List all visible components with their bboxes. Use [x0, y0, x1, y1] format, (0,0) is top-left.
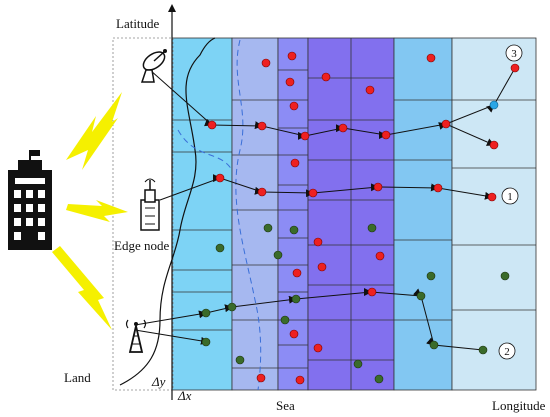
satellite-dish-icon	[140, 49, 167, 83]
coastline	[119, 37, 216, 386]
trajectory-marker-1: 1	[501, 187, 519, 205]
blue-vessel	[489, 100, 499, 110]
latitude-label: Latitude	[116, 16, 160, 31]
sea-label: Sea	[276, 398, 295, 413]
svg-text:1: 1	[507, 191, 513, 203]
delta-x-label: Δx	[177, 388, 192, 403]
red-vessels	[207, 51, 520, 385]
lightning-bolt-top	[66, 92, 122, 170]
delta-y-label: Δy	[151, 374, 166, 389]
lightning-bolt-icon	[52, 92, 128, 330]
lightning-bolt-bottom	[52, 246, 112, 330]
edge-node-label: Edge node	[114, 238, 169, 253]
trajectory-2	[134, 288, 484, 351]
trajectory-marker-2: 2	[498, 342, 516, 360]
green-vessels	[201, 223, 510, 384]
land-label: Land	[64, 370, 91, 385]
zone-6	[451, 37, 537, 391]
data-center-building-icon	[8, 150, 52, 250]
sea-zones	[171, 37, 537, 391]
lightning-bolt-middle	[66, 200, 128, 222]
trajectory-marker-3: 3	[505, 44, 523, 62]
base-station-tower-icon	[140, 178, 160, 231]
latitude-axis-arrow	[168, 4, 176, 12]
dashed-boundary-2	[177, 129, 233, 171]
svg-text:2: 2	[504, 346, 510, 358]
zone-2	[231, 37, 279, 391]
longitude-label: Longitude	[492, 398, 546, 413]
antenna-tower-icon	[125, 319, 147, 353]
zone-5	[393, 37, 453, 391]
svg-text:3: 3	[511, 48, 517, 60]
